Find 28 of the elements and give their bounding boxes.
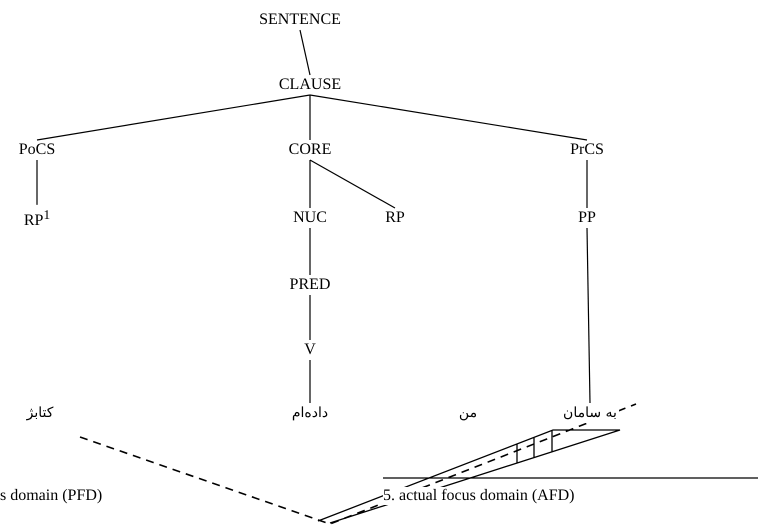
category-label: PoCS bbox=[16, 140, 58, 160]
tree-branch bbox=[309, 295, 311, 340]
caption-text: 5. actual focus domain (AFD) bbox=[383, 487, 575, 505]
category-label: PP bbox=[576, 208, 598, 228]
tree-branch bbox=[310, 94, 588, 141]
tree-branch bbox=[310, 159, 396, 209]
category-label: SENTENCE bbox=[257, 10, 343, 30]
category-label: RP bbox=[383, 208, 407, 228]
category-label: NUC bbox=[291, 208, 329, 228]
tree-branch bbox=[309, 95, 311, 140]
category-label: PRED bbox=[288, 275, 332, 295]
caption-text: s domain (PFD) bbox=[0, 487, 102, 505]
tree-branch bbox=[309, 228, 311, 275]
tree-branch bbox=[586, 160, 588, 208]
tree-branch bbox=[36, 160, 38, 205]
persian-word: داده‌ام bbox=[290, 403, 330, 423]
category-label: RP$^{1}$ bbox=[22, 204, 52, 232]
category-label: CORE bbox=[286, 140, 334, 160]
tree-branch bbox=[586, 228, 591, 403]
category-label: V bbox=[302, 340, 318, 360]
category-label: PrCS bbox=[568, 140, 606, 160]
persian-word: به سامان bbox=[561, 403, 619, 423]
category-label: CLAUSE bbox=[276, 75, 344, 95]
tree-branch bbox=[309, 160, 311, 208]
tree-branch bbox=[36, 94, 310, 141]
tree-branch bbox=[309, 360, 311, 403]
persian-word: کتابژ bbox=[24, 403, 56, 423]
tree-branch bbox=[299, 30, 311, 76]
